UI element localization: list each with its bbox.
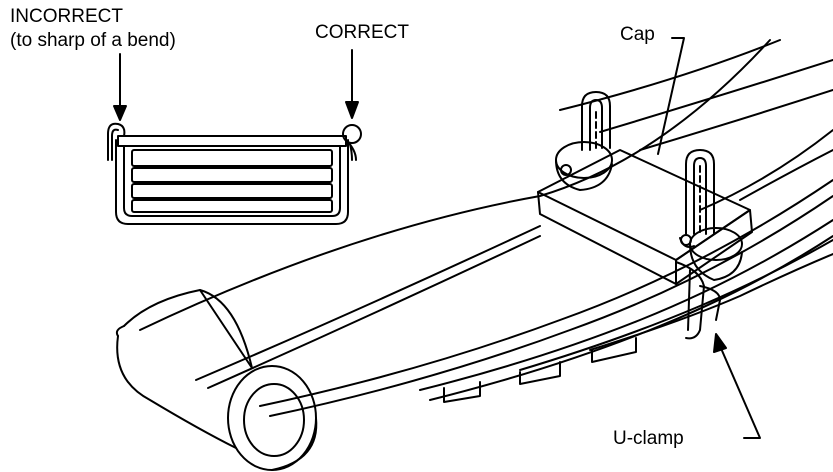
cap-front-face <box>537 191 677 285</box>
clamp-cross-section-detail <box>107 122 362 225</box>
leaf-6 <box>519 239 833 371</box>
u-clamp-arrow-line <box>719 345 761 439</box>
part-leader-lines <box>657 37 761 439</box>
leaf-2 <box>259 179 833 407</box>
clamp-outer-frame <box>115 139 349 225</box>
cap-side-face <box>675 209 753 285</box>
clamp-leaf-4 <box>131 199 333 213</box>
incorrect-label: INCORRECT <box>10 6 123 27</box>
leaf-7 <box>589 253 833 351</box>
incorrect-note-label: (to sharp of a bend) <box>10 30 176 51</box>
spacer-block-2 <box>519 361 561 385</box>
clamp-leaf-1 <box>131 149 333 167</box>
clamp-inner-frame <box>123 145 341 217</box>
bolt-hoop-rear <box>581 91 611 151</box>
cap-leader <box>657 37 685 155</box>
incorrect-sharp-bend <box>107 122 126 161</box>
spring-eye-inner <box>243 383 305 457</box>
incorrect-arrow-head <box>113 105 127 121</box>
clamp-top-bar <box>117 135 347 147</box>
clamp-leaf-3 <box>131 183 333 199</box>
spring-eye-body-bottom <box>116 335 237 449</box>
cap-label: Cap <box>620 24 655 45</box>
leaf-3 <box>269 195 833 417</box>
u-clamp-arrow-head <box>713 333 727 353</box>
clamp-leaf-2 <box>131 167 333 183</box>
spacer-block-3 <box>591 337 637 363</box>
detail-leader-arrows <box>113 49 359 121</box>
correct-label: CORRECT <box>315 22 409 43</box>
leaf-spring-assembly <box>115 39 833 471</box>
u-clamp-label: U-clamp <box>613 428 684 449</box>
main-leaf-top-edge <box>139 39 771 331</box>
spring-eye-outer <box>227 365 317 471</box>
u-clamp-roll-rear <box>555 141 613 179</box>
leaf-4 <box>419 219 833 391</box>
main-leaf-bottom-edge <box>195 225 541 381</box>
bolt-hoop-front <box>685 149 715 235</box>
correct-round-bend <box>342 124 362 144</box>
u-clamp-front <box>675 261 705 340</box>
spring-eye-body-top <box>123 289 253 369</box>
spacer-block-1 <box>443 381 481 403</box>
correct-arrow-head <box>345 101 359 119</box>
